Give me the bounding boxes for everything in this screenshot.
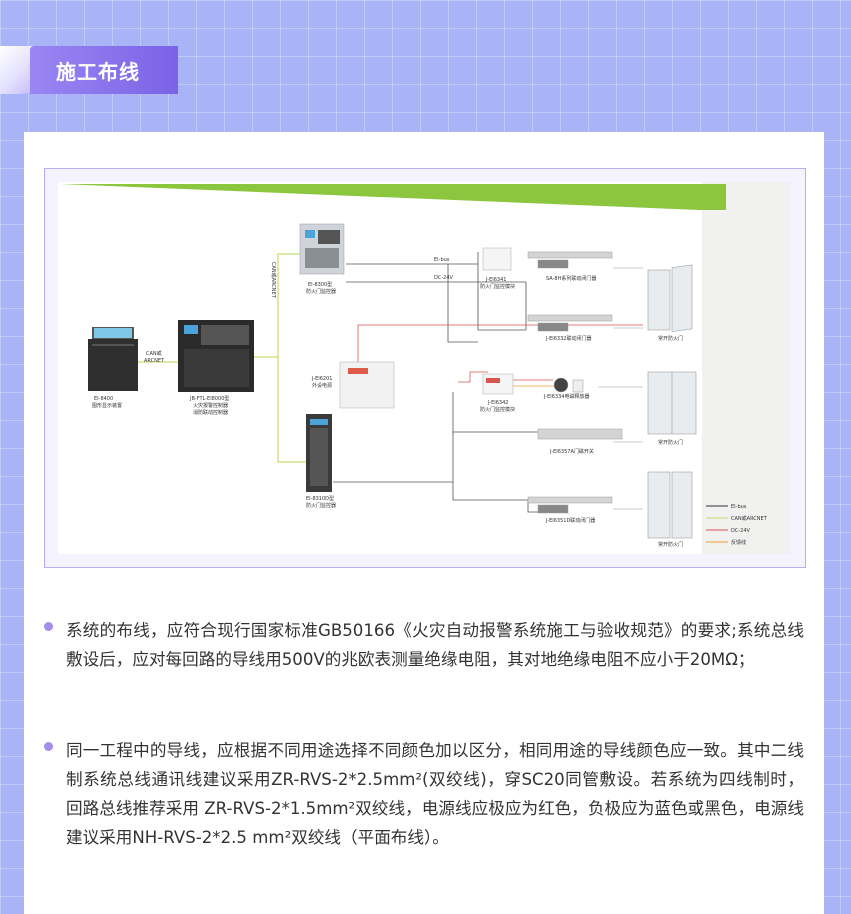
module-top-device bbox=[482, 247, 512, 271]
legend-label-can: CAN或ARCNET bbox=[731, 515, 768, 522]
power-supply-device bbox=[339, 361, 395, 409]
door-arrows bbox=[598, 267, 643, 510]
legend-label-ei-bus: EI-bus bbox=[731, 504, 747, 510]
diagram-frame: 防火门监控系统图 bbox=[44, 168, 806, 568]
list-item: 系统的布线，应符合现行国家标准GB50166《火灾自动报警系统施工与验收规范》的… bbox=[44, 616, 804, 674]
can-lines bbox=[136, 253, 306, 463]
label-can-2: ARCNET bbox=[144, 358, 165, 364]
label-controller-1: JB-FTL-EI8000型 bbox=[189, 395, 229, 402]
label-door-1: 常开防火门 bbox=[658, 335, 683, 342]
bullet-dot bbox=[44, 622, 53, 631]
label-module-mid-2: 防火门监控模块 bbox=[480, 406, 515, 413]
list-item-text: 系统的布线，应符合现行国家标准GB50166《火灾自动报警系统施工与验收规范》的… bbox=[66, 621, 804, 669]
diagram-gray-band bbox=[702, 182, 790, 554]
door-closers bbox=[527, 251, 623, 514]
diagram-legend: EI-bus CAN或ARCNET DC-24V 反馈线 bbox=[706, 504, 768, 546]
label-power-1: J-EI6201 bbox=[311, 376, 332, 382]
list-item: 同一工程中的导线，应根据不同用途选择不同颜色加以区分，相同用途的导线颜色应一致。… bbox=[44, 736, 804, 852]
section-title: 施工布线 bbox=[56, 60, 140, 84]
label-closer-5: J-EI6351D联动闭门器 bbox=[545, 517, 595, 524]
graphic-display-device bbox=[88, 327, 138, 391]
label-can-vertical: CAN或ARCNET bbox=[270, 262, 277, 299]
label-monitor-top-2: 防火门监控器 bbox=[306, 288, 336, 295]
fire-doors bbox=[647, 264, 697, 539]
label-graphic-display-1: EI-8400 bbox=[94, 396, 113, 402]
content-card: 防火门监控系统图 bbox=[24, 132, 824, 914]
bullet-dot bbox=[44, 742, 53, 751]
monitor-bottom-device bbox=[306, 414, 332, 492]
label-monitor-top-1: EI-8300型 bbox=[308, 281, 332, 288]
label-door-2: 常开防火门 bbox=[658, 439, 683, 446]
label-monitor-bottom-1: EI-8310D型 bbox=[306, 495, 334, 502]
label-module-top-1: J-EI6341 bbox=[485, 277, 506, 283]
label-ei-bus: EI-bus bbox=[434, 257, 450, 263]
section-header bbox=[0, 46, 178, 94]
label-closer-1: SA-8H系列联动闭门器 bbox=[546, 275, 596, 282]
list-item-text: 同一工程中的导线，应根据不同用途选择不同颜色加以区分，相同用途的导线颜色应一致。… bbox=[66, 741, 804, 847]
label-closer-4: J-EI6357A门磁开关 bbox=[549, 448, 594, 455]
diagram-svg: EI-8400 图形显示装置 JB-FTL-EI8000型 火灾报警控制器 消防… bbox=[88, 223, 768, 548]
legend-label-feedback: 反馈线 bbox=[731, 539, 746, 546]
label-controller-3: 消防联动控制器 bbox=[193, 409, 228, 416]
fire-controller-device bbox=[178, 320, 254, 392]
label-closer-3: J-EI6334电磁释放器 bbox=[543, 393, 589, 400]
label-power-2: 外设电源 bbox=[312, 382, 332, 389]
label-dc24v: DC-24V bbox=[434, 275, 454, 281]
bus-lines bbox=[333, 252, 538, 513]
diagram-image: 防火门监控系统图 bbox=[58, 182, 790, 554]
label-controller-2: 火灾报警控制器 bbox=[193, 402, 228, 409]
label-module-mid-1: J-EI6342 bbox=[487, 400, 508, 406]
legend-label-dc24v: DC-24V bbox=[731, 528, 751, 534]
label-graphic-display-2: 图形显示装置 bbox=[92, 402, 122, 409]
label-monitor-bottom-2: 防火门监控器 bbox=[306, 502, 336, 509]
label-closer-2: J-EI6332联动闭门器 bbox=[545, 335, 591, 342]
module-mid-device bbox=[482, 373, 514, 395]
monitor-top-device bbox=[299, 223, 345, 275]
power-lines bbox=[357, 324, 643, 383]
header-bar bbox=[30, 46, 178, 94]
label-module-top-2: 防火门监控模块 bbox=[480, 283, 515, 290]
label-door-3: 常开防火门 bbox=[658, 541, 683, 548]
label-can-1: CAN或 bbox=[146, 350, 162, 357]
